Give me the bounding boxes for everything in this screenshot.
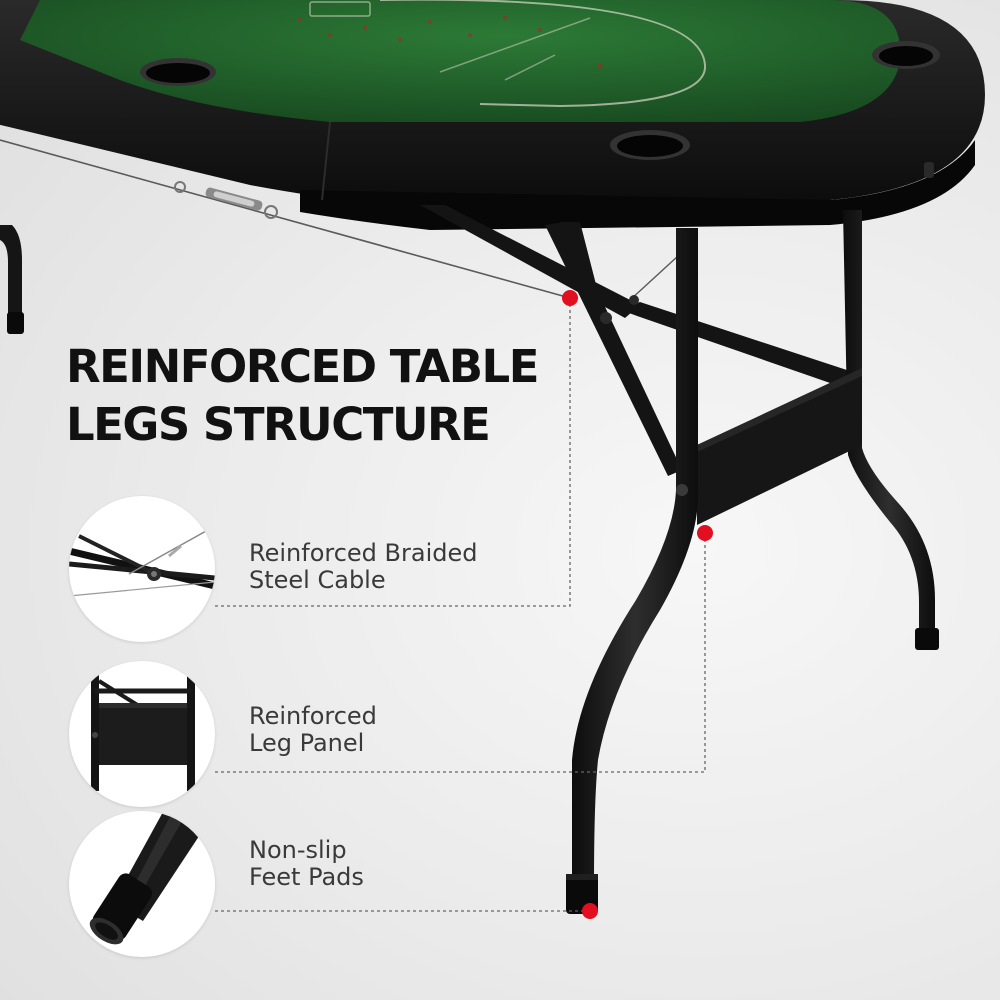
feature-label-leg-panel: Reinforced Leg Panel — [249, 702, 377, 757]
table-leg-far-left — [0, 225, 24, 334]
steel-cable — [0, 139, 691, 301]
leg-panel — [697, 368, 862, 525]
leg-panel-marker — [697, 525, 713, 541]
feature-label-foot-pads: Non-slip Feet Pads — [249, 836, 364, 891]
callout-markers — [562, 290, 713, 919]
leg-panel-detail-icon — [69, 661, 215, 807]
headline: REINFORCED TABLE LEGS STRUCTURE — [66, 338, 539, 454]
headline-line-1: REINFORCED TABLE — [66, 340, 539, 393]
cable-detail-icon — [69, 496, 215, 642]
foot-pad-detail-icon — [69, 811, 215, 957]
callout-connectors — [215, 298, 706, 912]
table-leg-back-right — [843, 210, 939, 650]
cup-holder-front — [610, 130, 690, 160]
feature-label-cable: Reinforced Braided Steel Cable — [249, 539, 478, 594]
foot-pad-marker — [582, 903, 598, 919]
headline-line-2: LEGS STRUCTURE — [66, 398, 491, 451]
cable-marker — [562, 290, 578, 306]
cup-holder-right — [872, 41, 940, 69]
cup-holder-left — [140, 58, 216, 86]
table-leg-front — [566, 228, 699, 914]
